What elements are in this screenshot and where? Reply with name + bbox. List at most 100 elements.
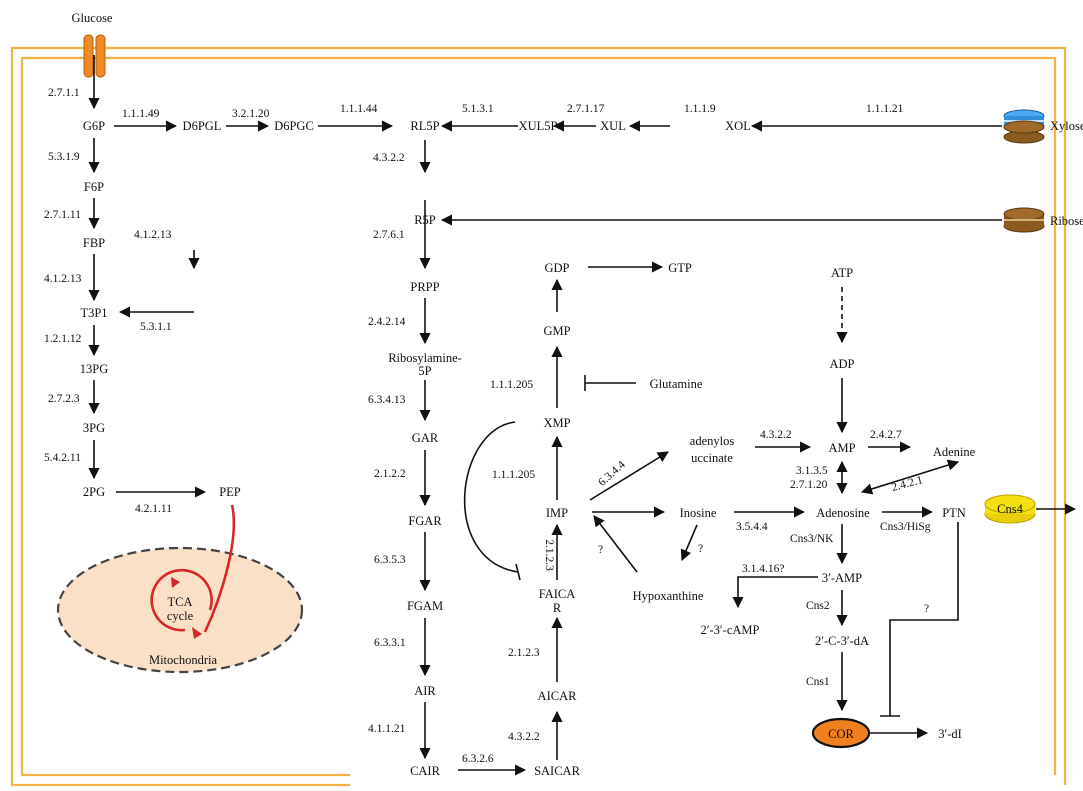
adp-label: ADP: [829, 357, 854, 371]
unknown-step-label: ?: [924, 603, 929, 615]
ribose-transporter: [1004, 121, 1044, 143]
cell-membrane: [12, 48, 1065, 785]
enzyme-label: 3.1.3.5: [796, 465, 828, 477]
d6pgl-label: D6PGL: [183, 119, 222, 133]
tca-label-2: cycle: [167, 609, 194, 623]
enzyme-label: 6.3.2.6: [462, 753, 494, 765]
enzyme-label: 2.7.1.17: [567, 103, 605, 115]
imp-label: IMP: [546, 506, 568, 520]
xol-label: XOL: [725, 119, 751, 133]
gmp-label: GMP: [543, 324, 570, 338]
camp-label: 2′-3′-cAMP: [701, 623, 760, 637]
enzyme-label: 5.3.1.9: [48, 151, 80, 163]
ribose-label: Ribose: [1050, 214, 1083, 228]
enzyme-label: 2.4.2.1: [890, 474, 924, 494]
enzyme-label: 2.7.6.1: [373, 229, 405, 241]
enzyme-label: 2.7.2.3: [48, 393, 80, 405]
3-amp-label: 3′-AMP: [822, 571, 862, 585]
t3p1-label: T3P1: [80, 306, 107, 320]
xul5p-label: XUL5P: [519, 119, 558, 133]
enzyme-label: Cns3/HiSg: [880, 521, 931, 533]
cair-label: CAIR: [410, 764, 441, 778]
3-di-label: 3′-dI: [938, 727, 962, 741]
enzyme-label: 2.1.2.2: [374, 468, 406, 480]
gtp-label: GTP: [668, 261, 692, 275]
ribosylamine-label-1: Ribosylamine-: [388, 351, 462, 365]
enzyme-label: 4.1.2.13: [134, 229, 172, 241]
glutamine-label: Glutamine: [650, 377, 703, 391]
air-label: AIR: [414, 684, 436, 698]
hypoxanthine-label: Hypoxanthine: [633, 589, 704, 603]
enzyme-label: 4.3.2.2: [760, 429, 792, 441]
tca-label-1: TCA: [168, 595, 193, 609]
gdp-label: GDP: [544, 261, 569, 275]
enzyme-label: 2.4.2.14: [368, 316, 406, 328]
enzyme-label: 6.3.4.4: [596, 459, 628, 489]
enzyme-label: 4.1.2.13: [44, 273, 82, 285]
enzyme-label: Cns3/NK: [790, 533, 834, 545]
enzyme-label: 2.4.2.7: [870, 429, 902, 441]
enzyme-label: 1.1.1.44: [340, 103, 378, 115]
enzyme-label: 3.1.4.16?: [742, 563, 784, 575]
enzyme-label: 4.3.2.2: [373, 152, 405, 164]
faicar-label-1: FAICA: [539, 587, 576, 601]
xul-label: XUL: [600, 119, 626, 133]
ribosylamine-label-2: 5P: [418, 364, 431, 378]
r5p-label: R5P: [414, 213, 436, 227]
adenine-label: Adenine: [933, 445, 976, 459]
adenylosuccinate-label-2: uccinate: [691, 451, 733, 465]
enzyme-label: 6.3.3.1: [374, 637, 406, 649]
enzyme-label: 5.4.2.11: [44, 452, 81, 464]
aicar-label: AICAR: [538, 689, 578, 703]
enzyme-label: 2.7.1.11: [44, 209, 81, 221]
enzyme-label: 2.7.1.1: [48, 87, 80, 99]
enzyme-label: 5.1.3.1: [462, 103, 494, 115]
enzyme-label: 4.1.1.21: [368, 723, 406, 735]
cns4-label: Cns4: [997, 502, 1023, 516]
rl5p-label: RL5P: [410, 119, 439, 133]
adenylosuccinate-label-1: adenylos: [690, 434, 735, 448]
enzyme-label: 2.7.1.20: [790, 479, 828, 491]
enzyme-label: 2.1.2.3: [543, 539, 555, 571]
enzyme-label: 1.1.1.9: [684, 103, 716, 115]
ptn-label: PTN: [942, 506, 966, 520]
faicar-label-2: R: [553, 601, 562, 615]
fgam-label: FGAM: [407, 599, 443, 613]
2pg-label: 2PG: [83, 485, 105, 499]
enzyme-label: Cns1: [806, 676, 830, 688]
13pg-label: 13PG: [80, 362, 108, 376]
adenosine-label: Adenosine: [816, 506, 870, 520]
mitochondria-label: Mitochondria: [149, 653, 217, 667]
enzyme-label: 6.3.4.13: [368, 394, 406, 406]
cda-label: 2′-C-3′-dA: [815, 634, 869, 648]
pep-label: PEP: [219, 485, 241, 499]
unknown-step-label: ?: [698, 543, 703, 555]
f6p-label: F6P: [84, 180, 104, 194]
enzyme-label: 3.2.1.20: [232, 108, 270, 120]
enzyme-label: 1.1.1.205: [492, 469, 535, 481]
xylose-label: Xylose: [1050, 119, 1083, 133]
xmp-label: XMP: [543, 416, 570, 430]
inosine-label: Inosine: [680, 506, 717, 520]
gar-label: GAR: [412, 431, 439, 445]
amp-label: AMP: [828, 441, 855, 455]
saicar-label: SAICAR: [534, 764, 581, 778]
fgar-label: FGAR: [408, 514, 442, 528]
g6p-label: G6P: [83, 119, 105, 133]
ribose-transporter-shape: [1004, 208, 1044, 232]
d6pgc-label: D6PGC: [274, 119, 314, 133]
enzyme-label: 1.2.1.12: [44, 333, 82, 345]
atp-label: ATP: [831, 266, 853, 280]
enzyme-label: 5.3.1.1: [140, 321, 172, 333]
cor-label: COR: [828, 727, 854, 741]
enzyme-label: 4.2.1.11: [135, 503, 172, 515]
enzyme-label: 1.1.1.21: [866, 103, 904, 115]
enzyme-label: 2.1.2.3: [508, 647, 540, 659]
enzyme-label: 4.3.2.2: [508, 731, 540, 743]
enzyme-label: 3.5.4.4: [736, 521, 768, 533]
unknown-step-label: ?: [598, 544, 603, 556]
fbp-label: FBP: [83, 236, 105, 250]
3pg-label: 3PG: [83, 421, 105, 435]
prpp-label: PRPP: [410, 280, 439, 294]
